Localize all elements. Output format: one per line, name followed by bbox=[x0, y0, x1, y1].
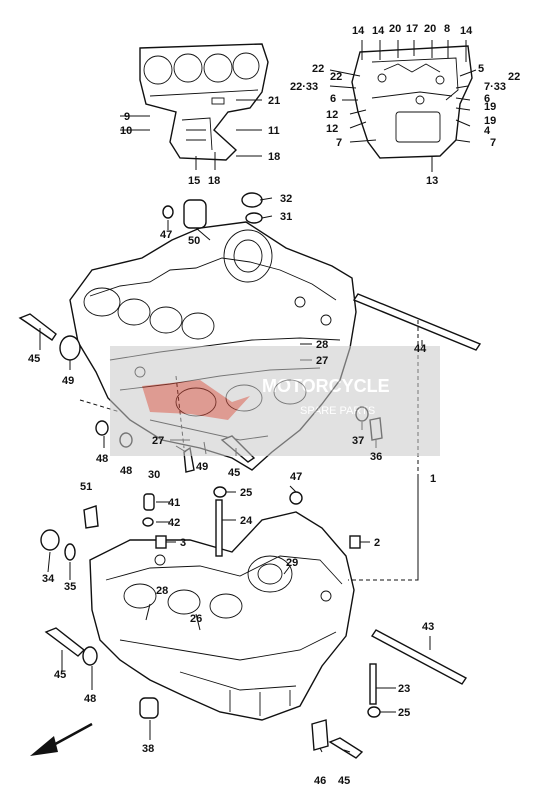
ref-label: 21 bbox=[268, 95, 280, 107]
ref-label: 37 bbox=[352, 435, 364, 447]
ref-label: 45 bbox=[338, 775, 350, 787]
ref-label: 51 bbox=[80, 481, 92, 493]
ref-label: 13 bbox=[426, 175, 438, 187]
ref-label: 15 bbox=[188, 175, 200, 187]
ref-label: 22 bbox=[312, 63, 324, 75]
ref-label: 14 bbox=[372, 25, 385, 37]
ref-label: 2 bbox=[374, 537, 380, 549]
ref-label: 36 bbox=[370, 451, 382, 463]
ref-label: 23 bbox=[398, 683, 410, 695]
ref-label: 32 bbox=[280, 193, 292, 205]
ref-label: 8 bbox=[444, 23, 450, 35]
ref-label: 22 bbox=[508, 71, 520, 83]
ref-label: 28 bbox=[156, 585, 168, 597]
ref-label: 30 bbox=[148, 469, 160, 481]
ref-label: 6 bbox=[330, 93, 336, 105]
ref-label: 34 bbox=[42, 573, 55, 585]
ref-label: 47 bbox=[290, 471, 302, 483]
ref-label: 18 bbox=[268, 151, 280, 163]
ref-label: 47 bbox=[160, 229, 172, 241]
ref-label: 43 bbox=[422, 621, 434, 633]
ref-label: 7 bbox=[490, 137, 496, 149]
ref-label: 50 bbox=[188, 235, 200, 247]
ref-label: 3 bbox=[180, 537, 186, 549]
ref-label: 7·33 bbox=[484, 81, 506, 93]
lower-crankcase bbox=[89, 511, 355, 721]
watermark: MOTORCYCLE SPARE PARTS bbox=[110, 346, 440, 456]
ref-label: 42 bbox=[168, 517, 180, 529]
ref-label: 44 bbox=[414, 343, 427, 355]
ref-label: 45 bbox=[28, 353, 40, 365]
ref-label: 27 bbox=[152, 435, 164, 447]
ref-label: 49 bbox=[196, 461, 208, 473]
ref-label: 4 bbox=[484, 125, 491, 137]
ref-label: 12 bbox=[326, 123, 338, 135]
ref-label: 25 bbox=[398, 707, 410, 719]
watermark-text: MOTORCYCLE bbox=[262, 376, 390, 396]
ref-label: 24 bbox=[240, 515, 253, 527]
ref-label: 48 bbox=[84, 693, 96, 705]
ref-label: 19 bbox=[484, 115, 496, 127]
ref-label: 14 bbox=[460, 25, 473, 37]
ref-label: 48 bbox=[120, 465, 132, 477]
ref-label: 11 bbox=[268, 125, 280, 137]
watermark-subtext: SPARE PARTS bbox=[300, 405, 375, 417]
ref-label: 20 bbox=[389, 23, 401, 35]
ref-label: 14 bbox=[352, 25, 365, 37]
ref-label: 26 bbox=[190, 613, 202, 625]
ref-label: 25 bbox=[240, 487, 252, 499]
ref-label: 31 bbox=[280, 211, 292, 223]
ref-label: 38 bbox=[142, 743, 154, 755]
ref-label: 9 bbox=[124, 111, 130, 123]
ref-label: 28 bbox=[316, 339, 328, 351]
ref-label: 45 bbox=[54, 669, 66, 681]
ref-label: 12 bbox=[326, 109, 338, 121]
ref-label: 41 bbox=[168, 497, 180, 509]
ref-label: 22·33 bbox=[290, 81, 318, 93]
upper-case-top-view bbox=[139, 43, 269, 161]
ref-label: 29 bbox=[286, 557, 298, 569]
ref-label: 27 bbox=[316, 355, 328, 367]
front-direction-arrow-icon bbox=[30, 722, 93, 756]
ref-label: 19 bbox=[484, 101, 496, 113]
ref-label: 45 bbox=[228, 467, 240, 479]
ref-label: 22 bbox=[330, 71, 342, 83]
fasteners bbox=[18, 192, 482, 759]
ref-label: 20 bbox=[424, 23, 436, 35]
ref-label: 18 bbox=[208, 175, 220, 187]
ref-label: 35 bbox=[64, 581, 76, 593]
ref-label: 17 bbox=[406, 23, 418, 35]
ref-label: 49 bbox=[62, 375, 74, 387]
ref-label: 10 bbox=[120, 125, 132, 137]
ref-label: 6 bbox=[484, 93, 490, 105]
reference-labels: 14 14 20 17 20 8 14 22 22 5 22 22·33 7·3… bbox=[28, 23, 520, 787]
lower-case-top-view bbox=[351, 45, 473, 159]
ref-label: 1 bbox=[430, 473, 436, 485]
ref-label: 5 bbox=[478, 63, 484, 75]
ref-label: 48 bbox=[96, 453, 108, 465]
ref-label: 7 bbox=[336, 137, 342, 149]
ref-label: 46 bbox=[314, 775, 326, 787]
